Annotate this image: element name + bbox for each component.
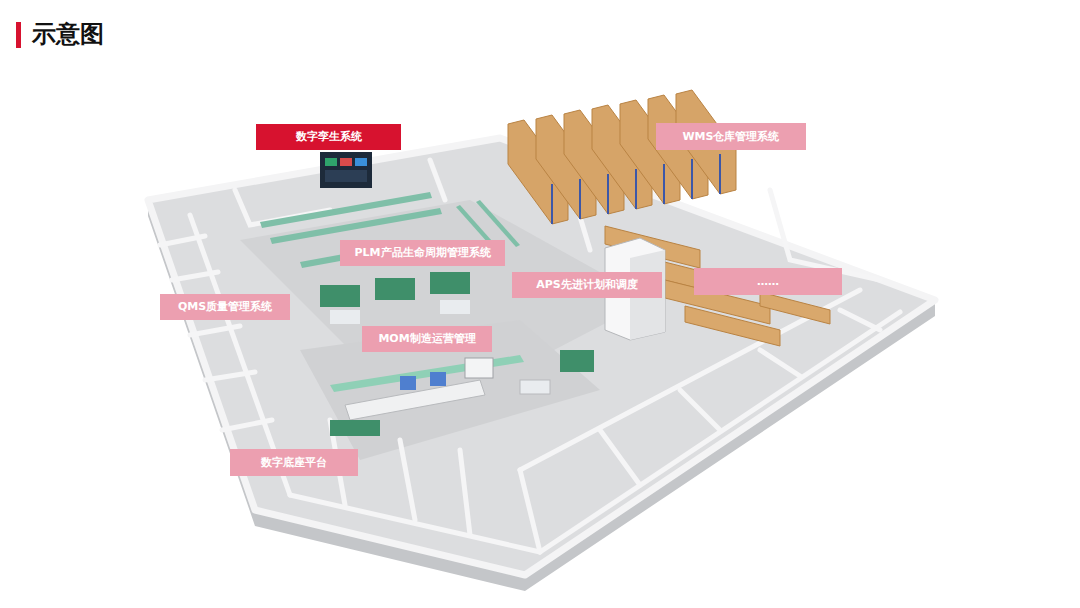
label-box: PLM产品生命周期管理系统	[340, 240, 505, 266]
wall	[172, 272, 218, 280]
machine	[430, 372, 446, 386]
label-box: 数字底座平台	[230, 449, 358, 476]
label-box: MOM制造运营管理	[362, 326, 492, 352]
label-box: QMS质量管理系统	[160, 294, 290, 320]
rack-uprights	[552, 154, 720, 224]
wall	[840, 310, 880, 330]
title-bar	[16, 22, 21, 48]
wall	[600, 430, 640, 485]
upright	[691, 159, 693, 199]
upright	[607, 174, 609, 214]
screen-widget	[325, 158, 337, 166]
machine	[400, 376, 416, 390]
wall	[760, 350, 800, 376]
wall	[190, 326, 240, 335]
label-text: 数字孪生系统	[296, 130, 362, 144]
upright	[551, 184, 553, 224]
wall	[680, 390, 720, 430]
highlight-label-box: 数字孪生系统	[256, 124, 401, 150]
high-racks	[508, 90, 736, 224]
station	[320, 285, 360, 307]
conveyor-lines	[260, 192, 520, 268]
machine	[465, 358, 493, 378]
wall	[520, 290, 860, 470]
label-box: APS先进计划和调度	[512, 272, 662, 298]
smt-line	[330, 350, 594, 436]
label-text: PLM产品生命周期管理系统	[354, 246, 490, 260]
screen-widget	[340, 158, 352, 166]
interior-walls	[160, 150, 900, 552]
page-title: 示意图	[32, 17, 104, 51]
wall	[460, 450, 470, 535]
wall	[520, 470, 540, 552]
label-box: WMS仓库管理系统	[656, 123, 806, 150]
screen-widget	[325, 170, 367, 182]
station	[430, 272, 470, 294]
label-text: 数字底座平台	[261, 456, 327, 470]
rack	[760, 292, 830, 324]
wall	[222, 420, 272, 430]
station	[330, 420, 380, 436]
station	[440, 300, 470, 314]
wall	[400, 440, 415, 520]
label-text: WMS仓库管理系统	[682, 130, 779, 144]
wall	[290, 495, 540, 552]
conveyor	[330, 355, 524, 392]
conveyor	[260, 192, 432, 228]
station	[560, 350, 594, 372]
label-text: APS先进计划和调度	[536, 278, 638, 292]
label-text: MOM制造运营管理	[378, 332, 475, 346]
wall	[770, 190, 880, 280]
conveyor	[270, 208, 442, 244]
label-text: ……	[757, 275, 779, 289]
label-box: ……	[694, 268, 842, 295]
station	[375, 278, 415, 300]
machine	[520, 380, 550, 394]
wall	[205, 372, 255, 380]
station	[330, 310, 360, 324]
wall	[430, 160, 445, 200]
label-text: QMS质量管理系统	[178, 300, 272, 314]
upright	[635, 169, 637, 209]
upright	[579, 179, 581, 219]
wall	[160, 236, 205, 245]
upright	[663, 164, 665, 204]
upright	[719, 154, 721, 194]
digital-screen	[320, 152, 372, 188]
screen-widget	[355, 158, 367, 166]
production-floor	[300, 320, 600, 460]
rack	[685, 306, 780, 346]
